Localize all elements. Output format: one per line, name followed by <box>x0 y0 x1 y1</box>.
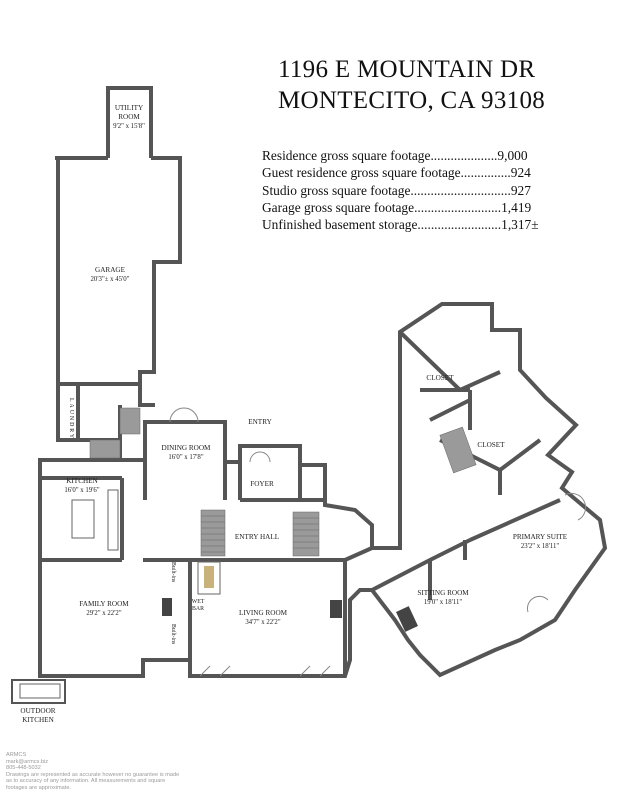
garage-walls <box>55 156 182 386</box>
stair-entry-right <box>292 511 320 557</box>
living-room-label: LIVING ROOM <box>239 609 288 617</box>
utility-room-walls <box>106 86 153 158</box>
sitting-room-dims: 19'0" x 18'11" <box>424 599 463 606</box>
stair-wing <box>439 426 477 474</box>
sitting-door-arc <box>526 595 549 613</box>
closet-2-label: CLOSET <box>477 441 505 449</box>
stat-garage: Garage gross square footage.............… <box>262 199 532 215</box>
living-room-dims: 34'7" x 22'2" <box>245 619 280 626</box>
garage-label: GARAGE <box>95 266 126 274</box>
family-room-dims: 29'2" x 22'2" <box>86 610 121 617</box>
entry-door-arc <box>249 451 271 463</box>
main-outer-walls <box>38 302 608 678</box>
footer-email: mark@armcs.biz <box>6 758 49 765</box>
wing-interior-walls <box>371 330 561 600</box>
stat-studio: Studio gross square footage.............… <box>262 182 531 198</box>
stat-basement: Unfinished basement storage.............… <box>262 217 539 233</box>
garage-dims: 20'3"± x 45'0" <box>91 276 130 283</box>
kitchen-dims: 16'0" x 19'6" <box>64 487 99 494</box>
primary-suite-label: PRIMARY SUITE <box>513 533 568 541</box>
primary-door-arc <box>564 492 587 521</box>
footer-disclaimer-3: footages are approximate. <box>6 784 71 791</box>
utility-room-label-1: UTILITY <box>115 104 144 112</box>
wet-bar-label-2: BAR <box>192 606 204 612</box>
primary-suite-dims: 23'2" x 18'11" <box>521 543 560 550</box>
entry-label: ENTRY <box>248 418 272 426</box>
utility-room-dims: 9'2" x 15'8" <box>113 123 145 130</box>
closet-1-label: CLOSET <box>426 374 454 382</box>
outdoor-grill <box>19 683 61 699</box>
utility-room-label-2: ROOM <box>118 113 140 121</box>
footer-disclaimer-2: as to accuracy of any information. All m… <box>6 778 166 785</box>
fireplace-family <box>162 598 172 616</box>
built-ins-top-label: Built-ins <box>170 562 176 583</box>
family-room-label: FAMILY ROOM <box>79 600 129 608</box>
kitchen-counter <box>107 489 119 551</box>
footer-credits: ARMCS mark@armcs.biz 805-448-5032 Drawin… <box>6 752 211 792</box>
sitting-room-label: SITTING ROOM <box>417 589 469 597</box>
stat-residence: Residence gross square footage..........… <box>262 148 528 163</box>
dining-room-dims: 16'0" x 17'8" <box>168 454 203 461</box>
living-doors <box>199 665 331 677</box>
kitchen-label: KITCHEN <box>66 477 98 485</box>
square-footage-list: Residence gross square footage..........… <box>262 147 539 233</box>
interior-walls <box>40 460 373 676</box>
outdoor-kitchen-walls <box>11 679 66 704</box>
address-line-2: MONTECITO, CA 93108 <box>278 87 546 114</box>
wet-bar-label-1: WET <box>192 599 205 605</box>
footer-company: ARMCS <box>6 752 27 758</box>
wet-bar-counter <box>197 561 221 595</box>
stat-guest-residence: Guest residence gross square footage....… <box>262 165 531 181</box>
dining-door-arc <box>169 407 199 423</box>
laundry-label: LAUNDRY <box>68 398 74 440</box>
kitchen-island <box>71 499 95 539</box>
outdoor-kitchen-label-2: KITCHEN <box>22 716 54 724</box>
stair-entry-left <box>200 509 226 557</box>
foyer-label: FOYER <box>250 480 274 488</box>
built-ins-bottom-label: Built-ins <box>170 624 176 645</box>
fireplace-living <box>330 600 342 618</box>
stair-service <box>119 407 141 435</box>
footer-disclaimer-1: Drawings are represented as accurate how… <box>6 771 180 778</box>
outdoor-kitchen-label-1: OUTDOOR <box>20 707 55 715</box>
footer-phone: 805-448-5032 <box>6 765 41 772</box>
address-line-1: 1196 E MOUNTAIN DR <box>278 56 536 83</box>
fireplace-sitting <box>396 606 418 632</box>
dining-room-label: DINING ROOM <box>162 444 212 452</box>
entry-hall-label: ENTRY HALL <box>235 533 279 541</box>
stair-kitchen <box>89 439 121 459</box>
